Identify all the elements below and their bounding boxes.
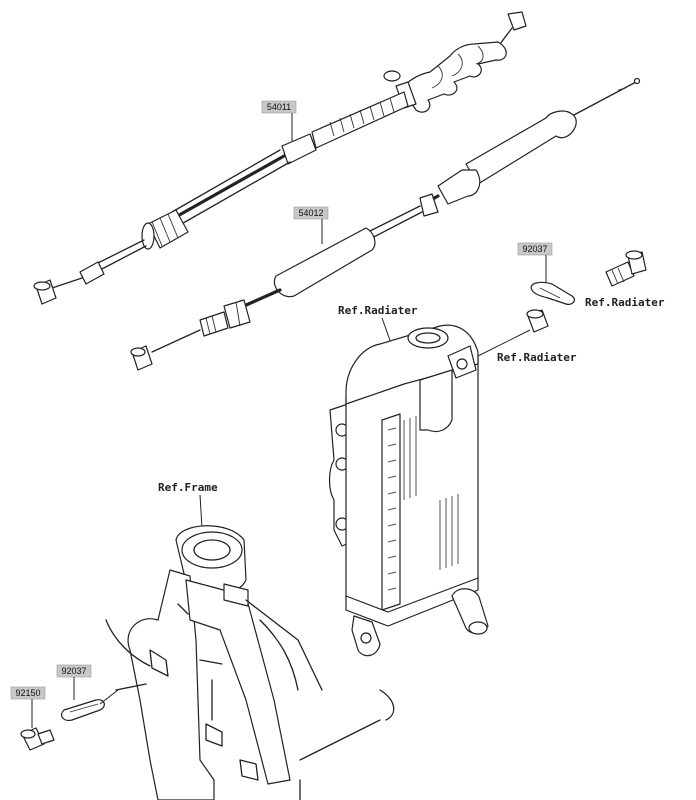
part-number-92037-lower: 92037 xyxy=(61,666,86,676)
leader-line xyxy=(199,494,203,529)
leader-line xyxy=(469,329,531,361)
throttle-cable[interactable] xyxy=(130,77,641,371)
frame[interactable] xyxy=(105,525,395,800)
part-number-92150: 92150 xyxy=(15,688,40,698)
radiator[interactable] xyxy=(328,324,489,657)
clamp-lower[interactable] xyxy=(60,699,105,721)
part-number-box xyxy=(261,100,297,114)
leader-line xyxy=(99,689,119,705)
part-number-54012: 54012 xyxy=(298,208,323,218)
part-number-54011: 54011 xyxy=(267,102,291,112)
part-number-box xyxy=(517,242,553,256)
radiator-bolt[interactable] xyxy=(605,250,647,287)
bolt-92150[interactable] xyxy=(20,727,55,751)
part-number-92037-upper: 92037 xyxy=(522,244,547,254)
ref-radiator-nut-label: Ref.Radiater xyxy=(497,351,577,364)
clutch-cable[interactable] xyxy=(33,11,527,305)
clamp-upper[interactable] xyxy=(530,281,576,305)
ref-radiator-bolt-label: Ref.Radiater xyxy=(585,296,665,309)
ref-frame-label: Ref.Frame xyxy=(158,481,218,494)
radiator-nut[interactable] xyxy=(526,309,549,333)
part-number-box xyxy=(10,686,46,700)
ref-radiator-label: Ref.Radiater xyxy=(338,304,418,317)
part-number-box xyxy=(293,206,329,220)
